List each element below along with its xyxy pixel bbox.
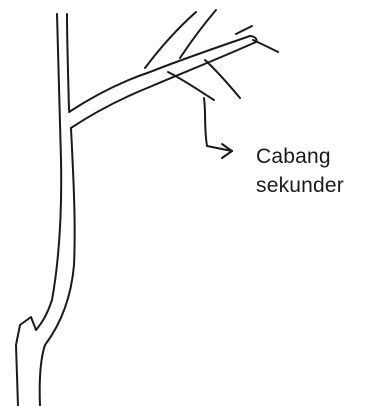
annotation-line-2: sekunder: [256, 171, 361, 200]
twig-down-2: [168, 72, 214, 100]
annotation-line-1: Cabang: [256, 142, 361, 171]
twig-down-1: [205, 60, 240, 98]
twig-upper-3: [236, 26, 252, 34]
pointer-line: [204, 98, 232, 151]
twig-upper-2: [180, 10, 216, 58]
trunk-left-edge: [16, 14, 61, 406]
annotation-label: Cabang sekunder: [256, 142, 361, 200]
twig-upper-1: [145, 12, 196, 68]
trunk-right-edge: [67, 14, 69, 110]
twig-right-1: [253, 40, 278, 52]
secondary-branch-top-edge: [69, 36, 250, 112]
